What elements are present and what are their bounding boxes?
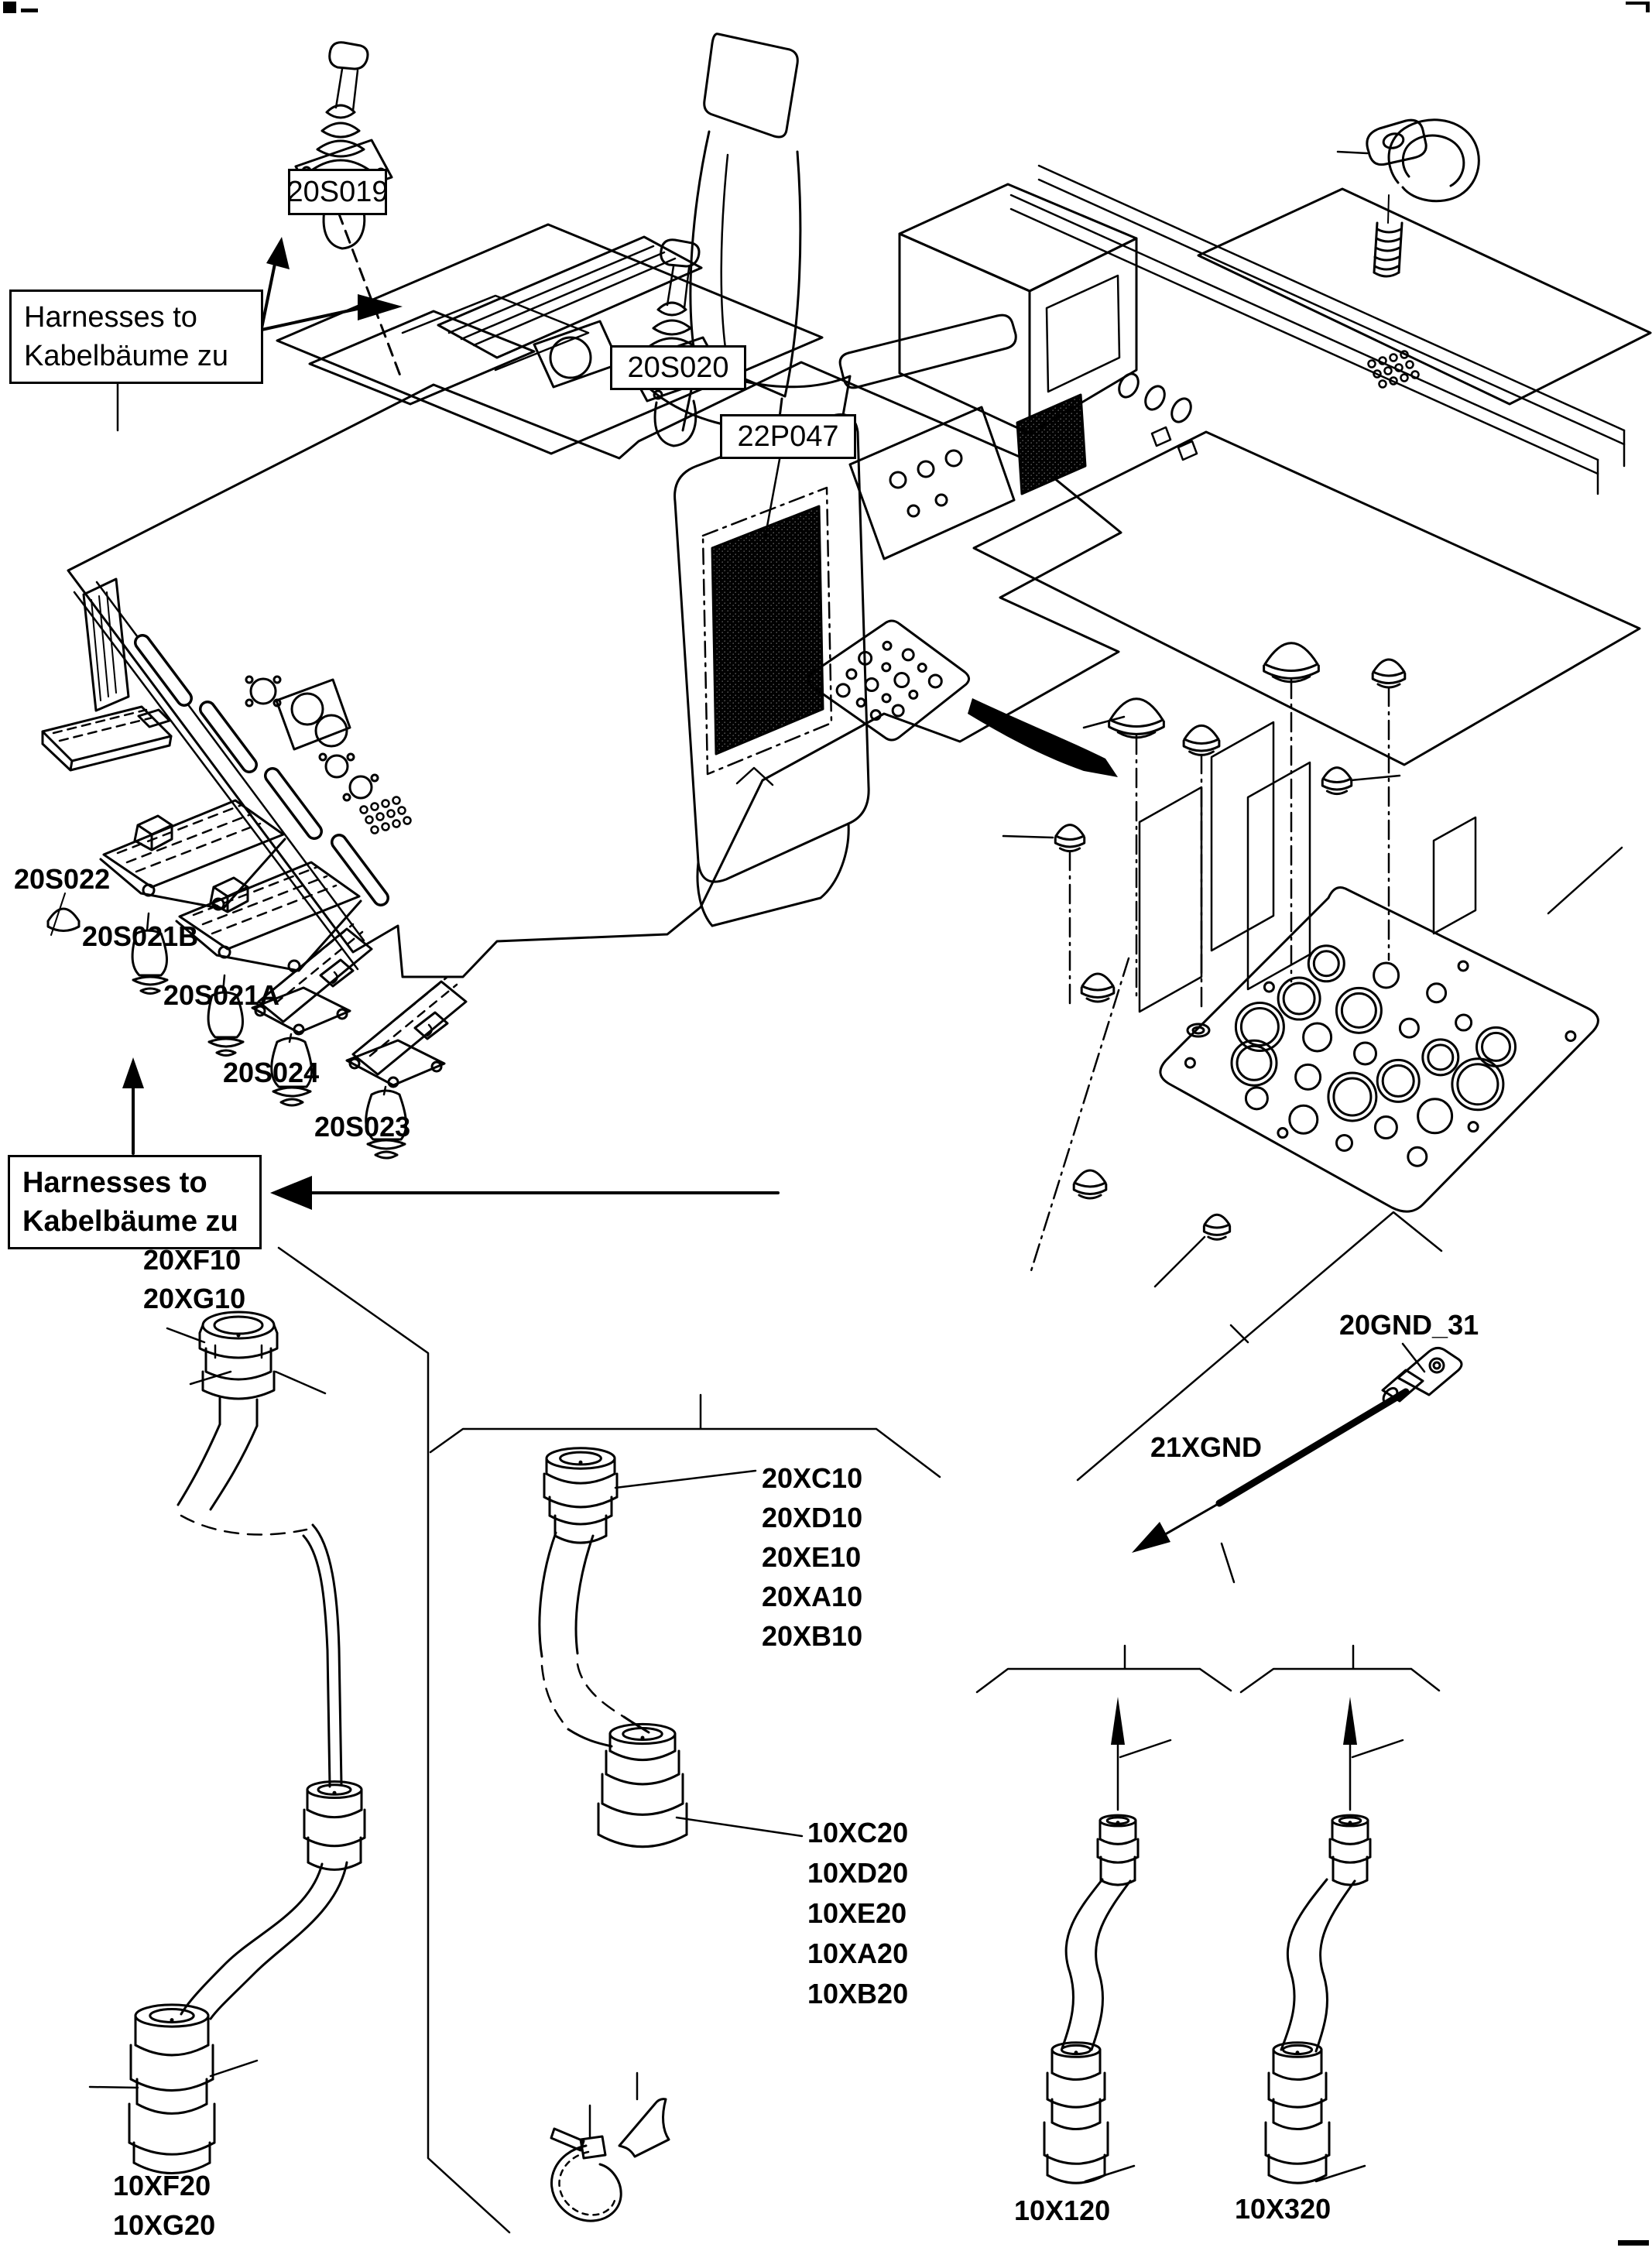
callout-joystick-left: 20S019 bbox=[287, 169, 389, 215]
cable-10X320 bbox=[1280, 1697, 1404, 2183]
callout-joystick-right: 20S020 bbox=[610, 345, 746, 390]
label-10XD20: 10XD20 bbox=[807, 1857, 909, 1889]
label-pedal-20S021A: 20S021A bbox=[163, 979, 280, 1011]
note-line: Kabelbäume zu bbox=[22, 1205, 238, 1239]
label-10X120: 10X120 bbox=[1014, 2194, 1111, 2226]
label-10XA20: 10XA20 bbox=[807, 1938, 909, 1969]
group-dividers bbox=[277, 1211, 1443, 2234]
side-plates bbox=[972, 187, 1652, 766]
label-20XG10: 20XG10 bbox=[143, 1283, 246, 1314]
grommet-plate bbox=[1159, 886, 1599, 1213]
cable-10X120 bbox=[1061, 1697, 1172, 2183]
pedal-20S022 bbox=[41, 705, 173, 772]
label-21XGND: 21XGND bbox=[1150, 1431, 1263, 1463]
label-pedal-20S023: 20S023 bbox=[314, 1111, 411, 1143]
label-pedal-20S021B: 20S021B bbox=[82, 920, 199, 952]
note-line: Harnesses to bbox=[24, 301, 197, 334]
joystick-left bbox=[294, 41, 393, 250]
foot-plate bbox=[807, 619, 970, 742]
joystick-install-line bbox=[337, 211, 403, 379]
print-marks bbox=[3, 2, 1650, 2246]
pedal-20S022-connector bbox=[46, 893, 81, 936]
deck-slots bbox=[134, 634, 389, 906]
ground-strap bbox=[1132, 1342, 1463, 1584]
label-10XF20: 10XF20 bbox=[113, 2170, 211, 2201]
label-10XB20: 10XB20 bbox=[807, 1978, 909, 2009]
monitor-box bbox=[898, 183, 1138, 435]
display-pillar bbox=[673, 413, 870, 927]
note-line: Kabelbäume zu bbox=[24, 340, 229, 373]
label-10XC20: 10XC20 bbox=[807, 1817, 909, 1848]
note-harness-top: Harnesses to Kabelbäume zu bbox=[9, 290, 263, 385]
label-10XG20: 10XG20 bbox=[113, 2209, 216, 2241]
label-20XD10: 20XD10 bbox=[762, 1502, 863, 1533]
callout-display: 22P047 bbox=[720, 414, 856, 459]
generated-parts bbox=[128, 350, 1420, 2184]
canopy-rails bbox=[1009, 164, 1626, 495]
gasket-sheets bbox=[1138, 721, 1477, 1013]
label-pedal-20S022: 20S022 bbox=[14, 863, 111, 895]
exploded-view-arrow bbox=[968, 698, 1118, 777]
note-line: Harnesses to bbox=[22, 1167, 207, 1199]
marker-sleeve bbox=[618, 2071, 670, 2158]
label-20XC10: 20XC10 bbox=[762, 1462, 863, 1494]
label-20XB10: 20XB10 bbox=[762, 1620, 863, 1652]
pedal-20S021A bbox=[175, 861, 362, 1057]
pedal-20S021B bbox=[99, 799, 286, 995]
grommet-caps bbox=[1054, 642, 1407, 1241]
note-harness-bottom: Harnesses to Kabelbäume zu bbox=[8, 1155, 262, 1250]
note-arrows bbox=[116, 237, 780, 1210]
label-20GND_31: 20GND_31 bbox=[1339, 1309, 1479, 1341]
label-20XA10: 20XA10 bbox=[762, 1581, 863, 1612]
right-console bbox=[848, 372, 1198, 560]
label-10XE20: 10XE20 bbox=[807, 1897, 907, 1929]
label-10X320: 10X320 bbox=[1235, 2193, 1332, 2225]
cable-clamp bbox=[1336, 118, 1480, 278]
label-20XF10: 20XF10 bbox=[143, 1244, 242, 1276]
grommet-leaders bbox=[1002, 715, 1623, 1288]
zip-tie bbox=[550, 2104, 622, 2222]
label-20XE10: 20XE10 bbox=[762, 1541, 862, 1573]
display-screen bbox=[711, 505, 824, 755]
label-pedal-20S024: 20S024 bbox=[223, 1057, 320, 1088]
harness-middle bbox=[538, 1469, 804, 1838]
harness-left bbox=[88, 1311, 348, 2089]
